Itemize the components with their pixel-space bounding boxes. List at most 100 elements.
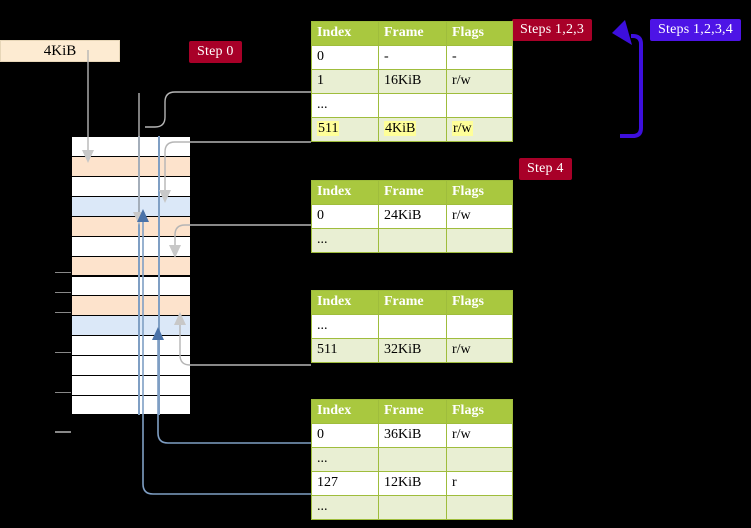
table-cell: 0 — [311, 204, 379, 229]
badge-step-0: Step 0 — [189, 41, 242, 63]
table-cell: r/w — [446, 204, 513, 229]
column-header-frame: Frame — [378, 399, 447, 424]
column-header-flags: Flags — [446, 21, 513, 46]
table-cell — [446, 228, 513, 253]
column-header-index: Index — [311, 180, 379, 205]
memory-frame-row — [71, 335, 191, 356]
table-cell: r/w — [446, 423, 513, 448]
cell-value: r — [452, 475, 457, 490]
column-header-flags: Flags — [446, 180, 513, 205]
table-cell — [446, 495, 513, 520]
table-cell — [378, 93, 447, 118]
badge-step-4-text: Step 4 — [527, 161, 564, 176]
memory-frame-row — [71, 195, 191, 216]
memory-frames-grid — [55, 136, 191, 433]
cell-value: ... — [317, 499, 328, 514]
wire-pdpt-0-to-frame — [174, 224, 311, 245]
arrowhead-violet-bracket — [612, 20, 632, 45]
table-cell — [378, 447, 447, 472]
size-label-text: 4KiB — [43, 43, 77, 59]
table-row: ... — [311, 314, 513, 339]
memory-frame-row — [71, 255, 191, 276]
table-row: 511 4KiB r/w — [311, 117, 513, 142]
table-cell: 0 — [311, 423, 379, 448]
memory-frame-row — [71, 355, 191, 376]
cell-value: 0 — [317, 427, 324, 442]
column-header-index: Index — [311, 21, 379, 46]
frame-tick-mark — [55, 351, 71, 354]
memory-frame-row — [71, 395, 191, 415]
frame-tick-mark — [55, 431, 71, 433]
memory-frame-row — [71, 215, 191, 236]
column-header-frame: Frame — [378, 290, 447, 315]
table-cell — [446, 93, 513, 118]
table-row: 0 36KiB r/w — [311, 423, 513, 448]
cell-value: 4KiB — [384, 121, 417, 136]
cell-value: ... — [317, 97, 328, 112]
cell-value: r/w — [452, 208, 471, 223]
memory-frame-row — [71, 155, 191, 176]
wire-pml4-1-to-frame — [145, 91, 311, 128]
memory-frame-row — [71, 235, 191, 256]
cell-value: ... — [317, 232, 328, 247]
frame-tick-mark — [55, 391, 71, 393]
table-row: 1 16KiB r/w — [311, 69, 513, 94]
table-cell: ... — [311, 447, 379, 472]
table-cell: 127 — [311, 471, 379, 496]
cell-value: r/w — [452, 427, 471, 442]
table-row: 0 -- — [311, 45, 513, 70]
cell-value: 511 — [317, 342, 338, 357]
table-cell: 4KiB — [378, 117, 447, 142]
cell-value: r/w — [452, 121, 473, 136]
column-header-frame: Frame — [378, 21, 447, 46]
table-cell: 1 — [311, 69, 379, 94]
table-cell: ... — [311, 495, 379, 520]
table-row: ... — [311, 447, 513, 472]
cell-value: ... — [317, 318, 328, 333]
memory-frame-row — [71, 136, 191, 156]
column-header-index: Index — [311, 399, 379, 424]
cell-value: 16KiB — [384, 73, 422, 88]
cell-value: - — [452, 49, 457, 64]
table-cell: r/w — [446, 338, 513, 363]
table-row: ... — [311, 228, 513, 253]
table-cell: ... — [311, 314, 379, 339]
cell-value: 1 — [317, 73, 324, 88]
table-cell — [378, 228, 447, 253]
cell-value: 36KiB — [384, 427, 422, 442]
cell-value: 0 — [317, 208, 324, 223]
column-header-flags: Flags — [446, 290, 513, 315]
memory-grid-guide-line — [138, 136, 140, 415]
badge-steps-1-2-3-4-text: Steps 1,2,3,4 — [658, 22, 733, 37]
memory-frame-row — [71, 175, 191, 196]
table-cell — [378, 495, 447, 520]
table-cell — [378, 314, 447, 339]
table-cell — [446, 314, 513, 339]
table-cell: 36KiB — [378, 423, 447, 448]
table-cell: 511 — [311, 117, 379, 142]
cell-value: 32KiB — [384, 342, 422, 357]
table-cell — [446, 447, 513, 472]
table-cell: ... — [311, 228, 379, 253]
wire-pd-511-to-frame — [179, 325, 311, 366]
table-cell: r/w — [446, 117, 513, 142]
frame-tick-mark — [55, 291, 71, 294]
table-cell: - — [446, 45, 513, 70]
table-cell: 32KiB — [378, 338, 447, 363]
table-cell: r/w — [446, 69, 513, 94]
violet-bracket — [620, 34, 643, 138]
cell-value: 511 — [317, 121, 340, 136]
badge-step-4: Step 4 — [519, 158, 572, 180]
table-cell: - — [378, 45, 447, 70]
cell-value: 0 — [317, 49, 324, 64]
table-row: ... — [311, 93, 513, 118]
size-label-box: 4KiB — [0, 40, 120, 62]
